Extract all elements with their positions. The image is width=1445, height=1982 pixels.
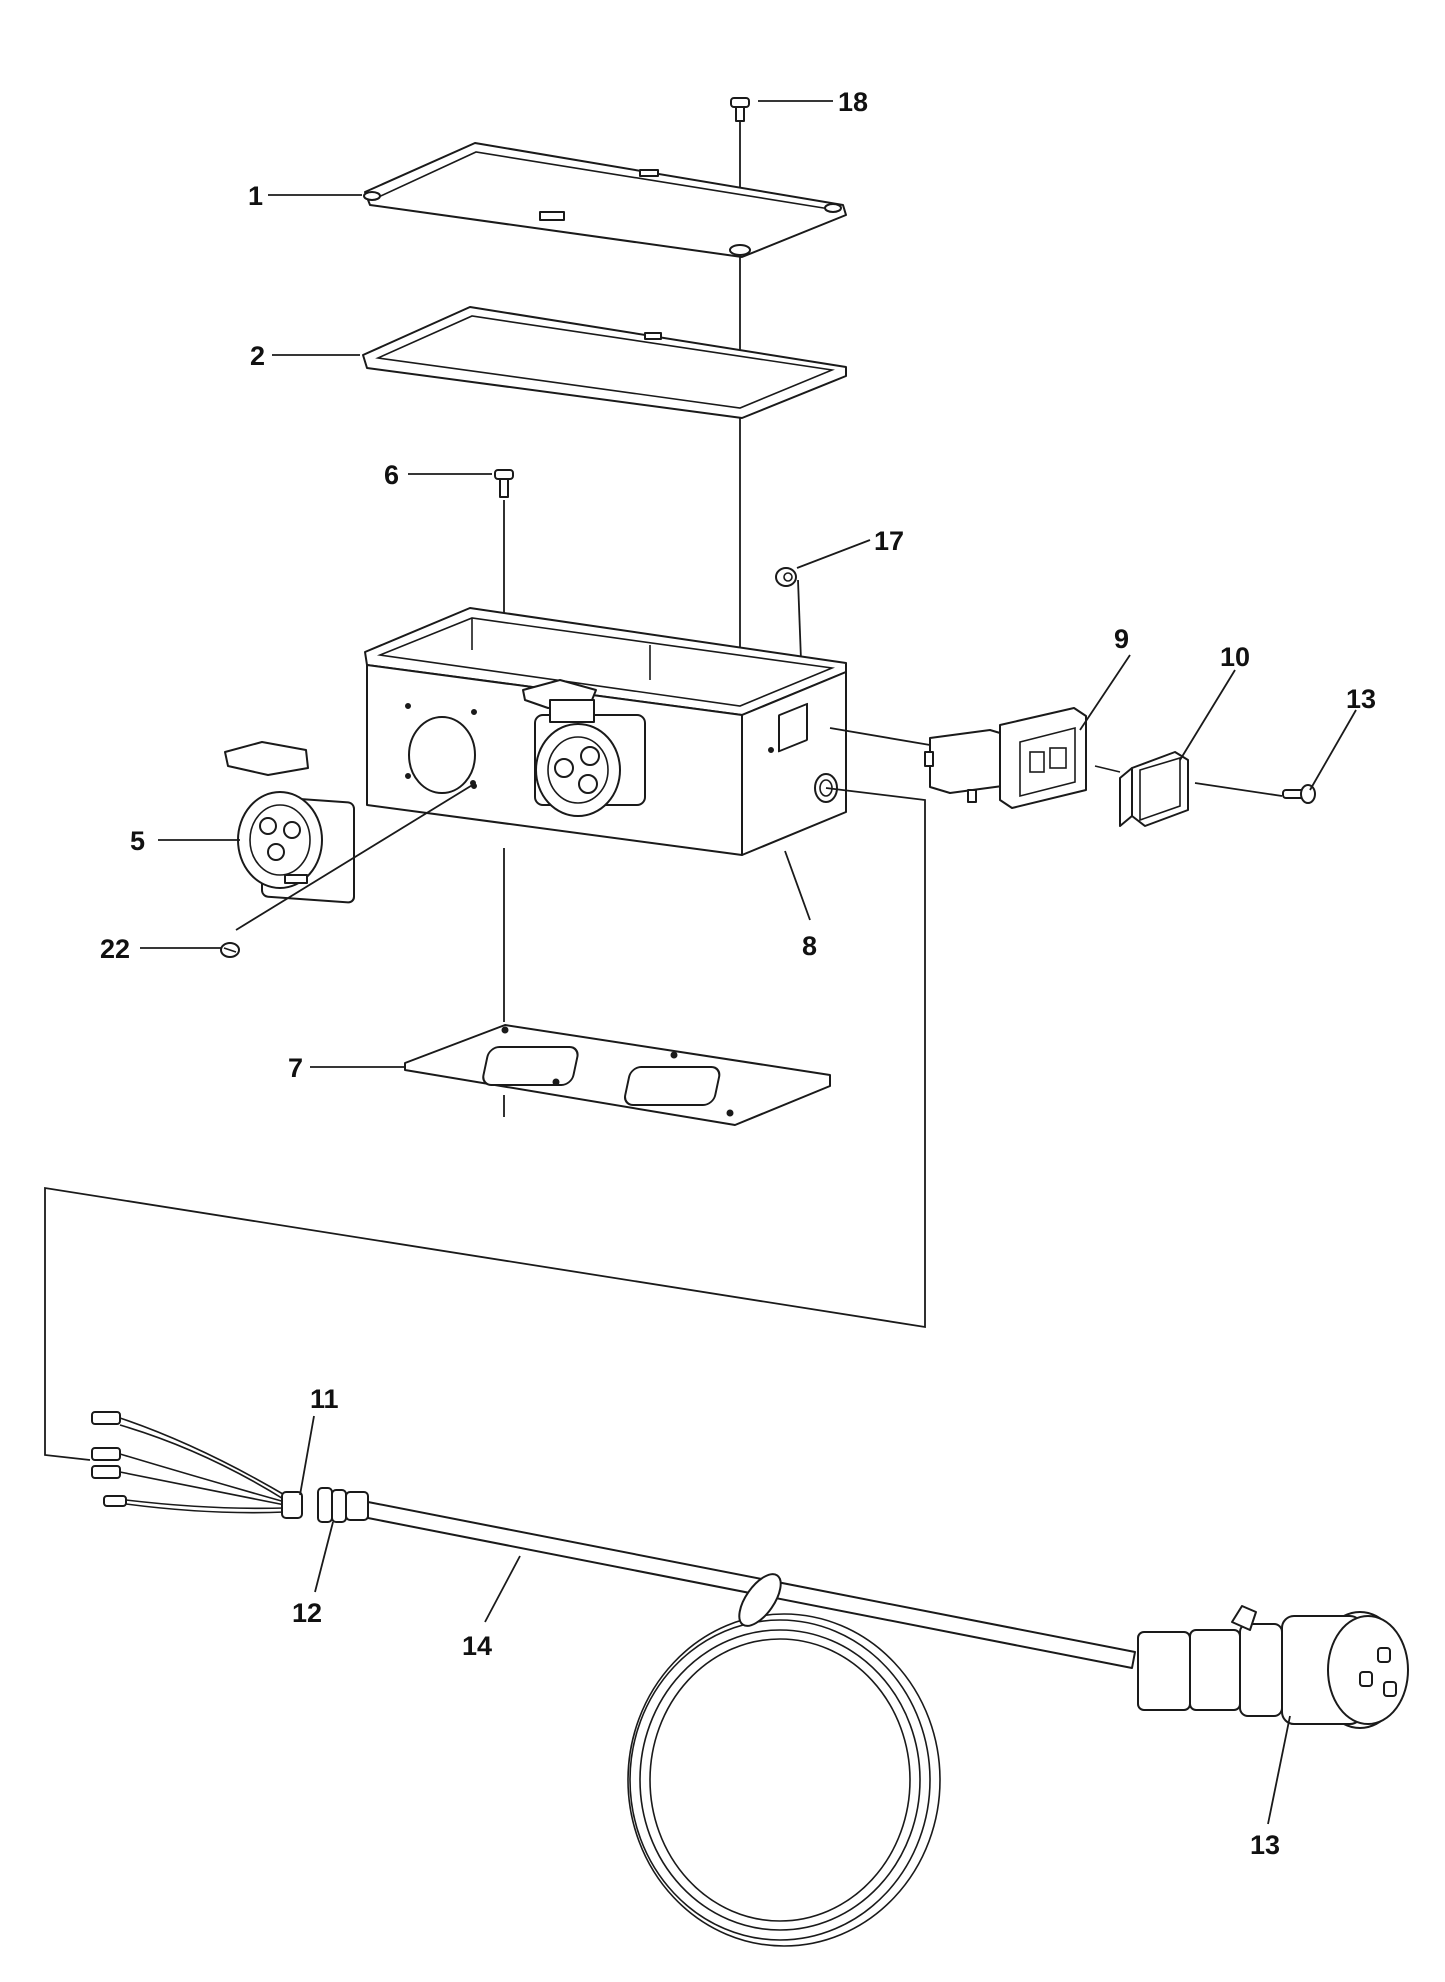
part-7-bottom-gasket	[404, 1024, 831, 1126]
leader-14	[484, 1555, 521, 1623]
assembly-line-22	[235, 783, 475, 931]
part-2-gasket	[362, 306, 847, 419]
part-11-wire-leads	[91, 1411, 303, 1519]
callout-9: 9	[1114, 624, 1129, 654]
callout-12: 12	[292, 1598, 322, 1628]
part-12-cable-gland	[317, 1487, 369, 1523]
leader-10	[1179, 669, 1236, 761]
assembly-line-17	[797, 579, 802, 661]
assembly-line-9	[829, 727, 931, 746]
callout-22: 22	[100, 934, 130, 964]
leader-11	[299, 1415, 315, 1496]
callout-5: 5	[130, 826, 145, 856]
part-9-switch	[924, 707, 1087, 809]
part-1-lid	[363, 142, 847, 258]
part-14-cable	[367, 1501, 1136, 1947]
callout-8: 8	[802, 931, 817, 961]
part-16-screw	[1282, 784, 1316, 804]
leader-16	[1309, 709, 1357, 791]
callout-10: 10	[1220, 642, 1250, 672]
callout-11: 11	[310, 1384, 339, 1414]
leader-8	[784, 850, 811, 921]
leader-12	[314, 1521, 334, 1593]
part-17-nut	[775, 567, 797, 587]
callout-6: 6	[384, 460, 399, 490]
part-22-screw	[220, 942, 240, 958]
part-13-plug	[1137, 1605, 1409, 1729]
leader-9	[1079, 654, 1131, 731]
wiring-route-line	[44, 787, 926, 1461]
callout-1: 1	[248, 181, 263, 211]
callout-16: 13	[1346, 684, 1376, 714]
assembly-line-10	[1194, 782, 1283, 797]
part-10-switch-cover	[1094, 751, 1189, 827]
callout-18: 18	[838, 87, 868, 117]
callout-13: 13	[1250, 1830, 1280, 1860]
part-5-socket	[224, 741, 355, 904]
part-6-screw	[494, 469, 514, 498]
leader-17	[796, 539, 871, 569]
callout-17: 17	[874, 526, 904, 556]
callout-7: 7	[288, 1053, 303, 1083]
part-18-screw	[730, 97, 750, 122]
part-8-enclosure-box	[364, 607, 847, 856]
callout-2: 2	[250, 341, 265, 371]
callout-14: 14	[462, 1631, 492, 1661]
box-mounted-socket	[522, 679, 646, 817]
leader-13	[1267, 1715, 1291, 1825]
